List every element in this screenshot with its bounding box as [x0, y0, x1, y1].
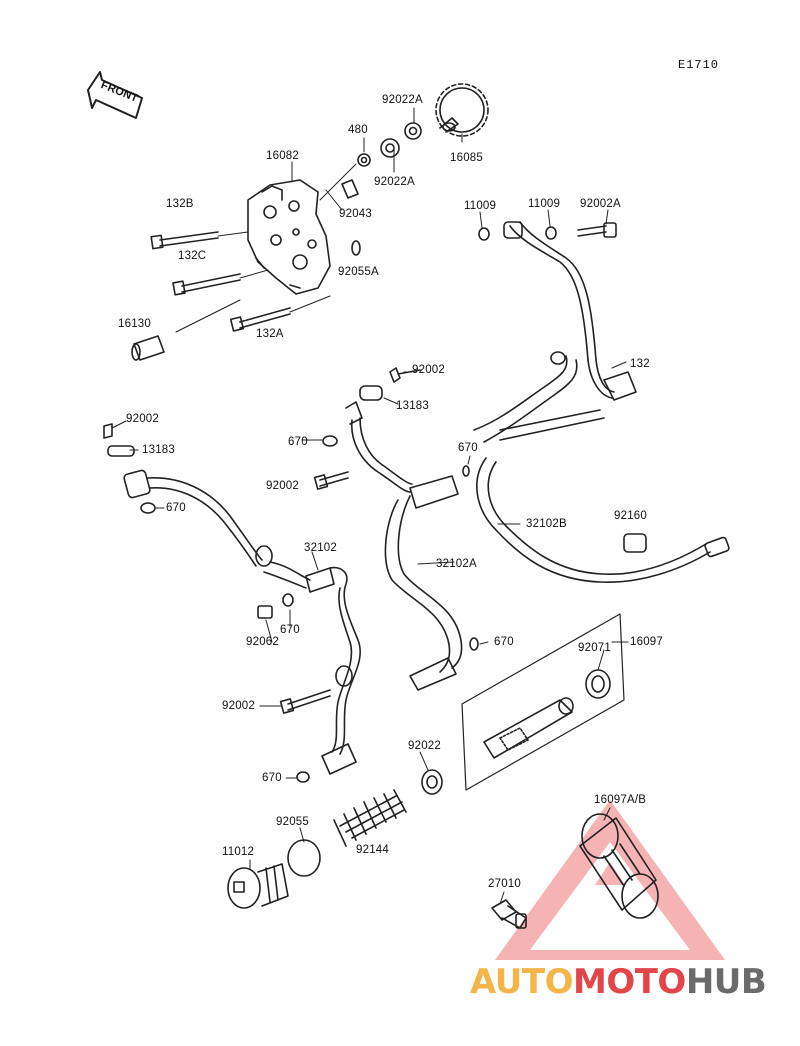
oil-strainer: [461, 613, 625, 791]
watermark-triangle: [495, 800, 725, 960]
drain-plug: [227, 863, 289, 909]
label-92002-c: 92002: [266, 480, 299, 492]
label-92160: 92160: [614, 510, 647, 522]
oil-filter: [579, 813, 659, 919]
label-32102: 32102: [304, 542, 337, 554]
label-92002-a: 92002: [412, 364, 445, 376]
label-32102B: 32102B: [526, 518, 567, 530]
label-16085: 16085: [450, 152, 483, 164]
label-92022: 92022: [408, 740, 441, 752]
label-670-a: 670: [288, 436, 308, 448]
label-92002-d: 92002: [222, 700, 255, 712]
label-670-e: 670: [494, 636, 514, 648]
label-13183-a: 13183: [396, 400, 429, 412]
label-92022A-b: 92022A: [374, 176, 415, 188]
label-92055A: 92055A: [338, 266, 379, 278]
label-92022A-a: 92022A: [382, 94, 423, 106]
label-480: 480: [348, 124, 368, 136]
label-27010: 27010: [488, 878, 521, 890]
diagram-code: E1710: [678, 58, 720, 72]
spring: [333, 789, 407, 847]
label-92144: 92144: [356, 844, 389, 856]
watermark-logo: AUTOMOTOHUB: [470, 962, 767, 1002]
label-92002A: 92002A: [580, 198, 621, 210]
label-92062: 92062: [246, 636, 279, 648]
label-11012: 11012: [222, 846, 255, 858]
pipe-middle: [345, 401, 463, 691]
watermark-part-1: AUTO: [470, 962, 573, 1002]
watermark-part-3: HUB: [685, 962, 767, 1002]
pipe-upper-right: [473, 221, 730, 583]
label-92002-b: 92002: [126, 413, 159, 425]
label-16082: 16082: [266, 150, 299, 162]
label-92071: 92071: [578, 642, 611, 654]
label-132: 132: [630, 358, 650, 370]
label-16130: 16130: [118, 318, 151, 330]
label-92055: 92055: [276, 816, 309, 828]
front-arrow: [87, 71, 143, 119]
label-11009-b: 11009: [528, 198, 561, 210]
label-670-d: 670: [280, 624, 300, 636]
label-16097AB: 16097A/B: [594, 794, 647, 806]
label-670-b: 670: [458, 442, 478, 454]
label-92043: 92043: [339, 208, 372, 220]
watermark-part-2: MOTO: [572, 962, 686, 1002]
leader-lines: [111, 107, 629, 905]
label-32102A: 32102A: [436, 558, 477, 570]
label-132A: 132A: [256, 328, 284, 340]
pipe-left: [123, 469, 361, 775]
label-670-f: 670: [262, 772, 282, 784]
label-13183-b: 13183: [142, 444, 175, 456]
label-11009-a: 11009: [464, 200, 497, 212]
label-132C: 132C: [178, 250, 207, 262]
oil-pressure-switch: [491, 899, 527, 929]
label-670-c: 670: [166, 502, 186, 514]
oil-pump: [247, 179, 331, 295]
label-16097: 16097: [630, 636, 663, 648]
label-132B: 132B: [166, 198, 194, 210]
sprocket: [435, 83, 489, 137]
